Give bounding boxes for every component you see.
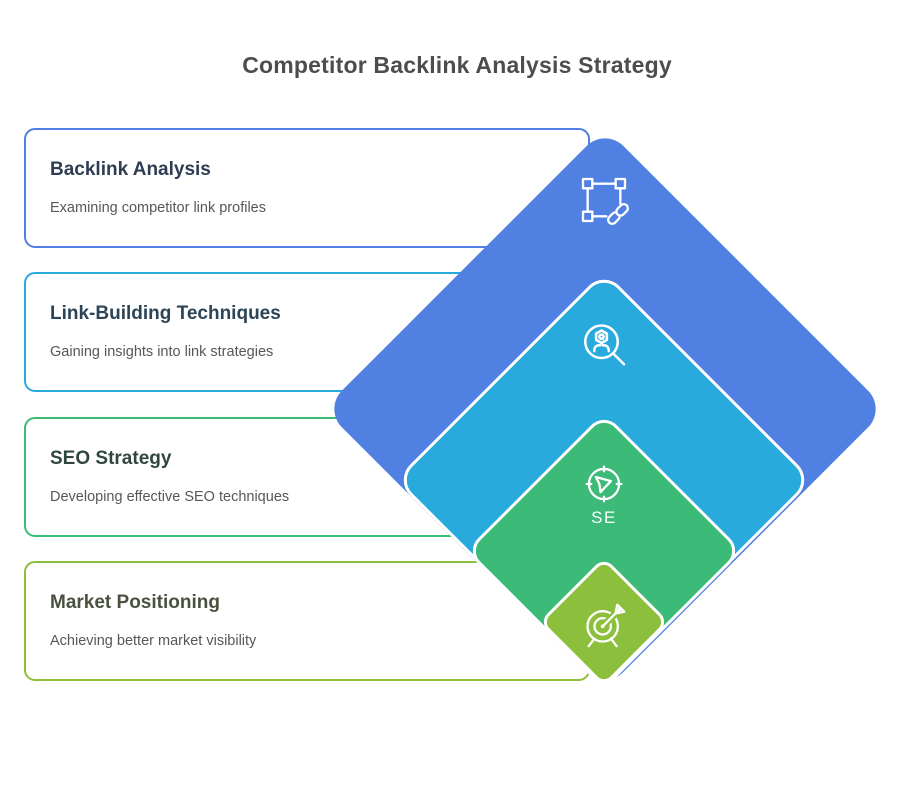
step-title: Link-Building Techniques	[50, 303, 281, 324]
step-description: Developing effective SEO techniques	[50, 489, 290, 505]
link-selection-icon	[576, 172, 632, 228]
search-insight-icon	[574, 318, 634, 378]
page-title: Competitor Backlink Analysis Strategy	[242, 52, 672, 78]
step-description: Achieving better market visibility	[50, 633, 257, 649]
compass-icon-label: SE	[591, 508, 617, 527]
step-title: Backlink Analysis	[50, 159, 211, 180]
compass-icon: SE	[576, 462, 632, 528]
step-description: Gaining insights into link strategies	[50, 344, 274, 360]
target-arrow-icon	[577, 596, 633, 652]
step-card-backlink-analysis: Backlink Analysis Examining competitor l…	[24, 128, 590, 248]
step-title: SEO Strategy	[50, 448, 172, 469]
step-description: Examining competitor link profiles	[50, 200, 266, 216]
step-title: Market Positioning	[50, 592, 220, 613]
